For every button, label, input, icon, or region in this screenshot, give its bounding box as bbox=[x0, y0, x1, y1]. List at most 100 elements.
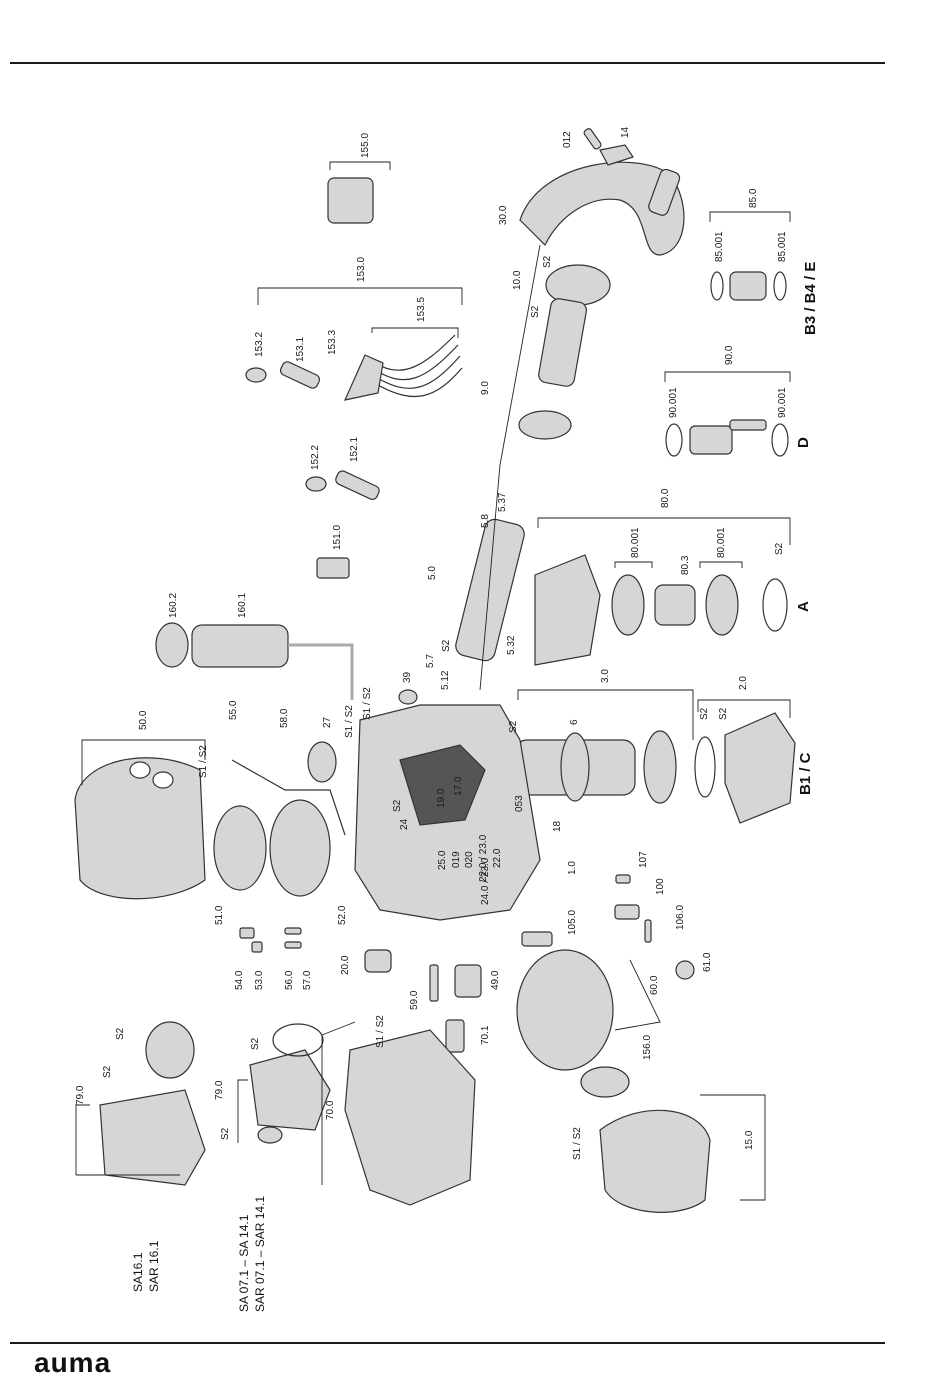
label-s2-79c: S2 bbox=[250, 1037, 261, 1050]
label-240: 24.0 / 23.0 bbox=[480, 857, 491, 905]
label-530: 53.0 bbox=[254, 970, 265, 990]
part-155-drawing bbox=[327, 177, 374, 224]
label-s2-24: S2 bbox=[392, 799, 403, 812]
cover-50-drawing bbox=[74, 757, 206, 900]
label-61: 61.0 bbox=[702, 952, 713, 972]
label-80: 80.0 bbox=[660, 488, 671, 508]
label-58: 5.8 bbox=[480, 514, 491, 528]
bracket-79b bbox=[237, 1079, 248, 1143]
key-90-drawing bbox=[729, 419, 767, 431]
label-90: 90.0 bbox=[724, 345, 735, 365]
part-20-drawing bbox=[364, 949, 392, 973]
label-s1s2-a: S1 / S2 bbox=[362, 687, 373, 720]
label-90001b: 90.001 bbox=[777, 387, 788, 418]
model-sar07: SAR 07.1 – SAR 14.1 bbox=[253, 1196, 267, 1312]
part-59-drawing bbox=[429, 964, 439, 1002]
label-510: 51.0 bbox=[214, 905, 225, 925]
variant-b1-c: B1 / C bbox=[797, 752, 814, 795]
part-1531-drawing bbox=[279, 361, 321, 389]
label-1602: 160.2 bbox=[168, 593, 179, 618]
label-85001a: 85.001 bbox=[714, 231, 725, 262]
bracket-70 bbox=[321, 1021, 356, 1185]
bracket-153 bbox=[257, 287, 463, 305]
part-105-drawing bbox=[521, 931, 553, 947]
part-54-drawing bbox=[239, 927, 255, 939]
shaft-9-drawing bbox=[538, 298, 588, 387]
model-sar16: SAR 16.1 bbox=[147, 1240, 161, 1292]
label-s1s2-70: S1 / S2 bbox=[375, 1015, 386, 1048]
label-106: 106.0 bbox=[675, 905, 686, 930]
label-80001b: 80.001 bbox=[716, 527, 727, 558]
ring-3-s2 bbox=[694, 736, 716, 798]
tube-connector bbox=[288, 643, 354, 700]
label-s2-5: S2 bbox=[441, 639, 452, 652]
label-019: 019 bbox=[451, 851, 462, 868]
variant-b3-b4-e: B3 / B4 / E bbox=[802, 262, 819, 335]
bracket-2 bbox=[697, 699, 791, 718]
ring-90-right bbox=[771, 423, 789, 457]
label-s2-10a: S2 bbox=[542, 255, 553, 268]
label-200: 20.0 bbox=[340, 955, 351, 975]
part-39-drawing bbox=[398, 689, 418, 705]
label-18: 18 bbox=[552, 820, 563, 832]
cap-1602-drawing bbox=[155, 622, 189, 668]
label-1535: 153.5 bbox=[416, 297, 427, 322]
cover-17-drawing bbox=[399, 744, 486, 826]
gear-79a-drawing bbox=[145, 1021, 195, 1079]
label-57: 5.7 bbox=[425, 654, 436, 668]
label-105: 105.0 bbox=[567, 910, 578, 935]
label-90001a: 90.001 bbox=[668, 387, 679, 418]
part-60-drawing bbox=[516, 949, 614, 1071]
label-1522: 152.2 bbox=[310, 445, 321, 470]
part-52-drawing bbox=[269, 799, 331, 897]
label-85001b: 85.001 bbox=[777, 231, 788, 262]
label-151: 151.0 bbox=[332, 525, 343, 550]
label-10b: 1.0 bbox=[567, 861, 578, 875]
label-s2-2a: S2 bbox=[699, 707, 710, 720]
label-39: 39 bbox=[402, 671, 413, 683]
label-153: 153.0 bbox=[356, 257, 367, 282]
label-1532: 153.2 bbox=[254, 332, 265, 357]
label-1560: 156.0 bbox=[642, 1035, 653, 1060]
part-701-drawing bbox=[445, 1019, 465, 1053]
part-56-drawing bbox=[284, 927, 302, 935]
part-1533-drawing bbox=[343, 354, 384, 401]
label-570: 57.0 bbox=[302, 970, 313, 990]
label-9: 9.0 bbox=[480, 381, 491, 395]
bracket-1535 bbox=[371, 327, 459, 338]
label-500: 50.0 bbox=[138, 710, 149, 730]
label-701: 70.1 bbox=[480, 1025, 491, 1045]
brand-logo: auma bbox=[34, 1347, 112, 1378]
label-100: 100 bbox=[655, 878, 666, 895]
label-10: 10.0 bbox=[512, 270, 523, 290]
label-s2-2b: S2 bbox=[718, 707, 729, 720]
label-790a: 79.0 bbox=[75, 1085, 86, 1105]
label-107: 107 bbox=[638, 851, 649, 868]
label-80001a: 80.001 bbox=[630, 527, 641, 558]
part-27-drawing bbox=[307, 741, 337, 783]
bearing-80-right bbox=[705, 574, 739, 636]
top-rule bbox=[10, 62, 885, 64]
bracket-80001b bbox=[699, 561, 743, 568]
gear-9-drawing bbox=[518, 410, 572, 440]
bracket-60 bbox=[614, 959, 661, 1031]
label-1601: 160.1 bbox=[237, 593, 248, 618]
label-520: 52.0 bbox=[337, 905, 348, 925]
label-s1s2-50: S1 / S2 bbox=[198, 745, 209, 778]
label-24: 24 bbox=[399, 818, 410, 830]
label-532: 5.32 bbox=[506, 635, 517, 655]
ring-85-right bbox=[773, 271, 787, 301]
label-512: 5.12 bbox=[440, 670, 451, 690]
bracket-79a bbox=[75, 1104, 180, 1176]
ring-80-s2 bbox=[762, 578, 788, 632]
label-s2-79d: S2 bbox=[220, 1127, 231, 1140]
label-250: 25.0 bbox=[437, 850, 448, 870]
label-230: 22.0 / 23.0 bbox=[478, 834, 489, 882]
bracket-80001a bbox=[614, 561, 653, 568]
label-27: 27 bbox=[322, 716, 333, 728]
label-220: 22.0 bbox=[492, 848, 503, 868]
tube-1601-drawing bbox=[191, 624, 289, 668]
label-50: 5.0 bbox=[427, 566, 438, 580]
window-50-b bbox=[152, 771, 174, 789]
variant-a: A bbox=[795, 601, 812, 612]
